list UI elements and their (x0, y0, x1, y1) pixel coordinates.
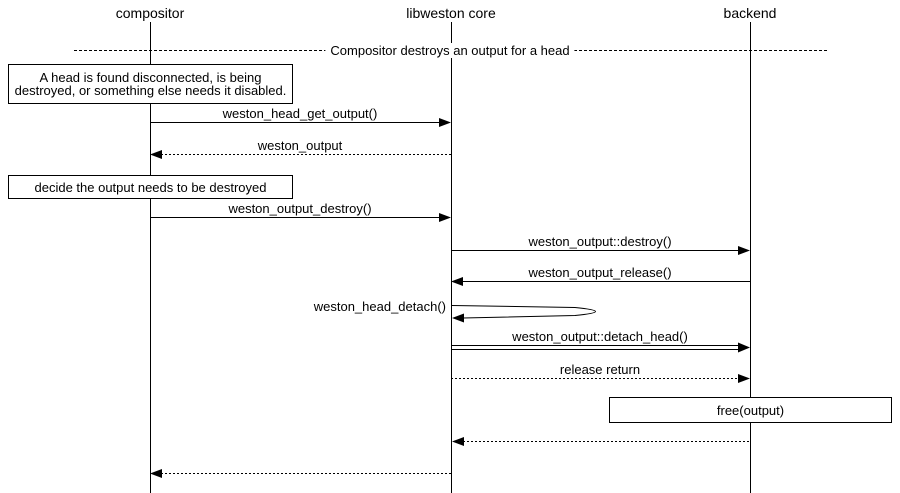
arrow-weston-output-release (451, 277, 750, 286)
arrow-weston-head-detach-self (451, 305, 596, 323)
arrow-weston-output-destroy-vfunc (451, 246, 750, 255)
message-label-weston-head-get-output: weston_head_get_output() (222, 106, 378, 121)
arrow-weston-output-detach-head (451, 342, 750, 353)
arrow-weston-output-destroy (150, 213, 451, 222)
actor-backend: backend (723, 5, 777, 21)
arrow-release-return (451, 374, 750, 383)
actor-libweston-core: libweston core (406, 5, 496, 21)
arrow-return-to-compositor (150, 469, 451, 478)
divider-label: Compositor destroys an output for a head (325, 43, 575, 58)
arrow-weston-head-get-output (150, 118, 451, 127)
note-free-output: free(output) (609, 397, 892, 423)
message-label-weston-output-detach-head: weston_output::detach_head() (512, 329, 688, 344)
arrow-weston-output-return (150, 150, 451, 159)
message-label-weston-output: weston_output (257, 138, 343, 153)
message-label-weston-output-release: weston_output_release() (528, 265, 672, 280)
note-decide-destroy: decide the output needs to be destroyed (8, 175, 293, 199)
note-head-disconnected: A head is found disconnected, is being d… (8, 64, 293, 104)
actor-compositor: compositor (115, 5, 185, 21)
message-label-weston-output-destroy-vfunc: weston_output::destroy() (528, 234, 672, 249)
message-label-weston-output-destroy: weston_output_destroy() (228, 201, 372, 216)
message-label-weston-head-detach: weston_head_detach() (313, 299, 446, 314)
arrow-return-to-libweston (452, 437, 750, 446)
message-label-release-return: release return (559, 362, 641, 377)
